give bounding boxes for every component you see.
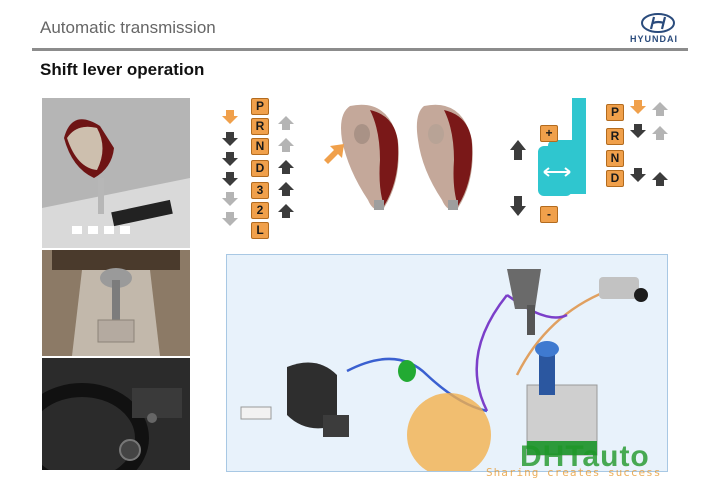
gate-plus-label: +: [540, 125, 558, 142]
shift-arrows-left: [222, 110, 294, 226]
watermark-tagline: Sharing creates success: [486, 466, 662, 479]
shift-cable-assembly-diagram: [226, 254, 668, 477]
gate-up-arrow-icon: [510, 140, 526, 160]
down-arrow-icon: [630, 100, 646, 182]
gear-p-right: P: [606, 104, 624, 121]
shift-arrows-right: [630, 100, 668, 186]
shift-lever-photo: [42, 98, 190, 248]
up-arrow-icon: [278, 116, 294, 218]
shift-lever-assembly: [526, 341, 598, 456]
gear-2-left: 2: [251, 202, 269, 219]
gear-p-left: P: [251, 98, 269, 115]
gear-n-left: N: [251, 138, 269, 155]
manual-gate-illustration: [510, 98, 586, 216]
gate-minus-label: -: [540, 206, 558, 223]
hyundai-logo: [640, 12, 676, 36]
gear-d-left: D: [251, 160, 269, 177]
gear-d-right: D: [606, 170, 624, 187]
slide-subtitle: Shift lever operation: [40, 60, 205, 79]
key-cylinder: [599, 277, 648, 302]
header-divider: [32, 48, 688, 51]
console-photo: [42, 250, 190, 356]
brake-pedal: [507, 269, 541, 335]
gear-n-right: N: [606, 150, 624, 167]
shift-knob-pressed: [341, 104, 399, 210]
watermark-brand: DHTauto: [520, 440, 650, 473]
gear-3-left: 3: [251, 182, 269, 199]
gear-r-left: R: [251, 118, 269, 135]
gear-r-right: R: [606, 128, 624, 145]
up-arrow-icon: [652, 102, 668, 186]
logo-wordmark: HYUNDAI: [630, 34, 679, 44]
steering-wheel-photo: [42, 358, 190, 470]
inhibitor-switch: [240, 362, 349, 437]
down-arrow-icon: [222, 110, 238, 226]
knob-press-arrow-icon: [324, 144, 344, 164]
header-title: Automatic transmission: [40, 18, 216, 37]
gate-down-arrow-icon: [510, 196, 526, 216]
cable-grommet: [398, 360, 416, 382]
shift-knob-released: [416, 104, 473, 210]
gear-l-left: L: [251, 222, 269, 239]
shift-knob-illustrations: [324, 104, 473, 210]
